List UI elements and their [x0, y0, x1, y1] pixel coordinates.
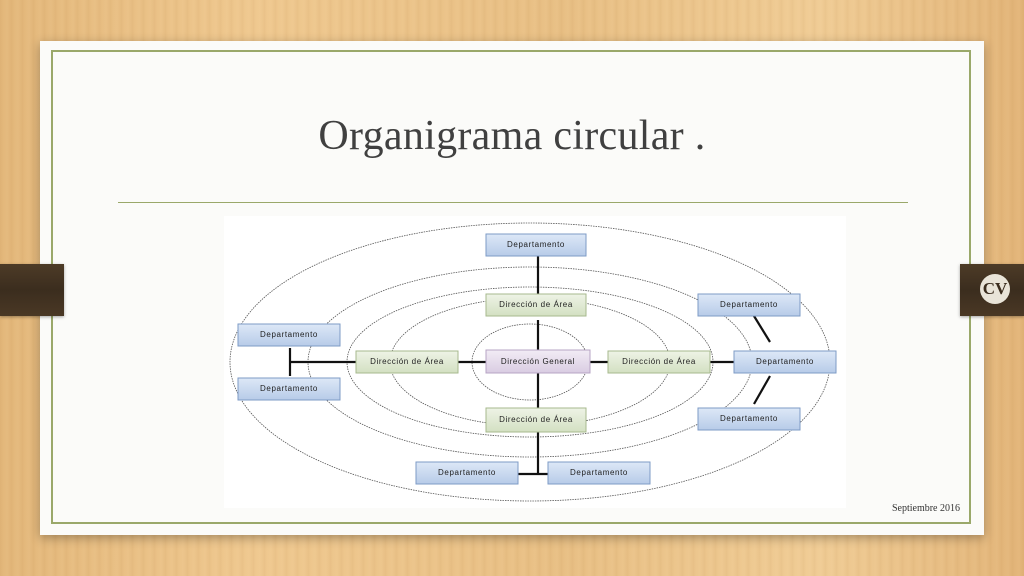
connector-lines: [288, 256, 771, 476]
dept-box-right-middle: Departamento: [733, 350, 837, 374]
area-label-right: Dirección de Área: [622, 357, 696, 366]
dept-box-left-top: Departamento: [237, 323, 341, 347]
dept-label-left-bottom: Departamento: [260, 384, 318, 393]
area-box-bottom: Dirección de Área: [485, 407, 587, 433]
org-chart-svg: Departamento Departamento Departamento D…: [229, 222, 837, 502]
center-label: Dirección General: [501, 357, 575, 366]
logo-badge: CV: [980, 274, 1010, 304]
dept-box-right-bottom: Departamento: [697, 407, 801, 431]
dept-box-right-top: Departamento: [697, 293, 801, 317]
left-binder-clip: [0, 264, 64, 316]
dept-box-left-bottom: Departamento: [237, 377, 341, 401]
area-label-left: Dirección de Área: [370, 357, 444, 366]
title-divider: [118, 202, 908, 203]
dept-box-bottom-right: Departamento: [547, 461, 651, 485]
slide-title: Organigrama circular .: [318, 113, 706, 159]
area-box-top: Dirección de Área: [485, 293, 587, 317]
area-box-right: Dirección de Área: [607, 350, 711, 374]
org-chart-diagram: Departamento Departamento Departamento D…: [224, 216, 846, 508]
center-box: Dirección General: [485, 349, 591, 374]
dept-label-top: Departamento: [507, 240, 565, 249]
dept-label-bottom-left: Departamento: [438, 468, 496, 477]
dept-label-right-top: Departamento: [720, 300, 778, 309]
dept-label-bottom-right: Departamento: [570, 468, 628, 477]
dept-label-right-bottom: Departamento: [720, 414, 778, 423]
dept-box-bottom-left: Departamento: [415, 461, 519, 485]
dept-box-top: Departamento: [485, 233, 587, 257]
area-label-bottom: Dirección de Área: [499, 415, 573, 424]
slide-footer-date: Septiembre 2016: [891, 503, 960, 514]
dept-label-right-middle: Departamento: [756, 357, 814, 366]
dept-label-left-top: Departamento: [260, 330, 318, 339]
area-box-left: Dirección de Área: [355, 350, 459, 374]
area-label-top: Dirección de Área: [499, 300, 573, 309]
